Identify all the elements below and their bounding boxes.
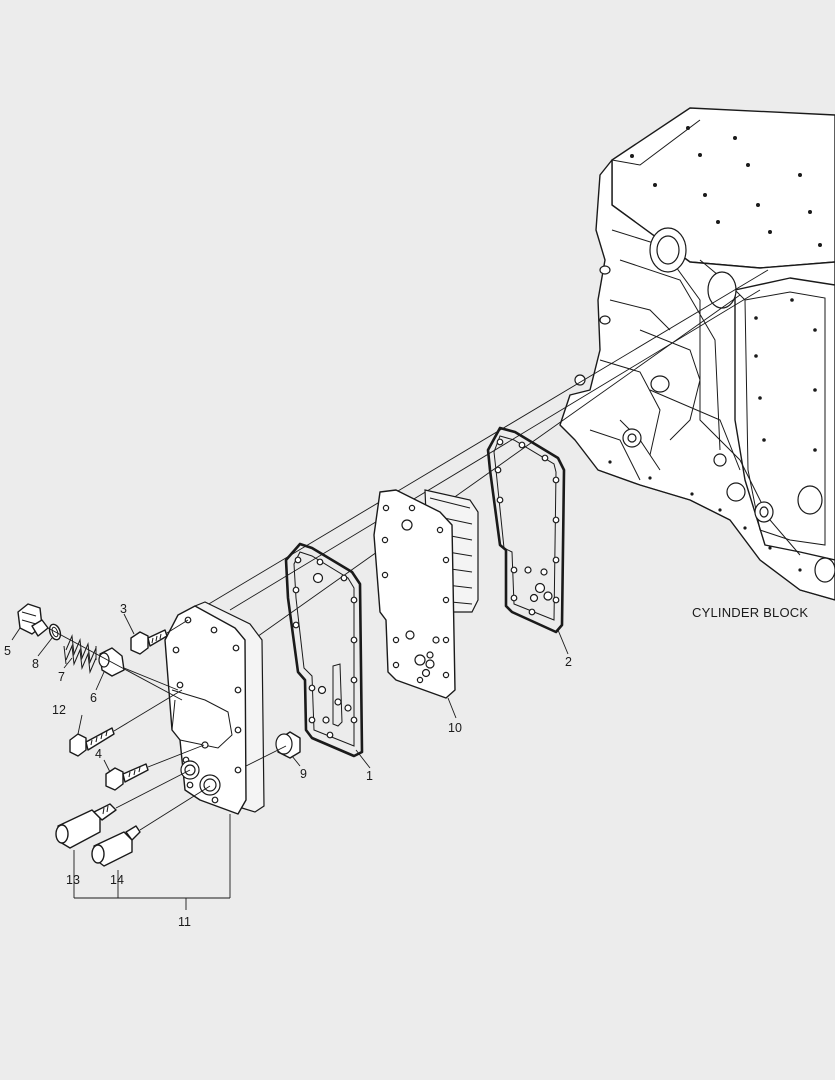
gasket-2 xyxy=(486,426,566,634)
sensor-14 xyxy=(91,825,141,867)
callouts: 1 2 3 4 5 6 7 8 9 10 11 12 13 14 xyxy=(4,602,572,929)
plug-9 xyxy=(275,731,301,759)
callout-8: 8 xyxy=(32,657,39,671)
callout-3: 3 xyxy=(120,602,127,616)
oil-cooler-10 xyxy=(373,489,479,699)
callout-4: 4 xyxy=(95,747,102,761)
callout-14: 14 xyxy=(110,873,124,887)
gasket-1 xyxy=(284,542,364,758)
callout-10: 10 xyxy=(448,721,462,735)
sensor-13 xyxy=(55,803,117,849)
callout-5: 5 xyxy=(4,644,11,658)
callout-1: 1 xyxy=(366,769,373,783)
fitting-5 xyxy=(17,603,49,637)
callout-2: 2 xyxy=(565,655,572,669)
callout-12: 12 xyxy=(52,703,66,717)
bolt-3 xyxy=(130,629,168,655)
oil-cooler-cover-11 xyxy=(164,601,265,815)
bolt-4 xyxy=(105,763,149,791)
leader-lines xyxy=(11,613,569,910)
bolt-12 xyxy=(69,727,115,757)
cylinder-block xyxy=(559,107,835,601)
cylinder-block-label: CYLINDER BLOCK xyxy=(692,605,808,620)
spring-7 xyxy=(63,634,97,674)
callout-7: 7 xyxy=(58,670,65,684)
callout-13: 13 xyxy=(66,873,80,887)
callout-9: 9 xyxy=(300,767,307,781)
callout-11: 11 xyxy=(178,915,191,929)
callout-6: 6 xyxy=(90,691,97,705)
